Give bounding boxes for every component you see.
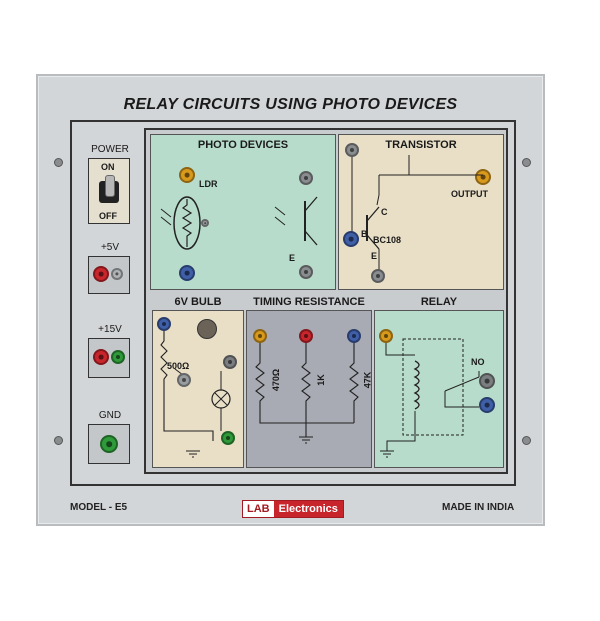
toggle-switch[interactable] [99, 175, 119, 203]
timing-title: TIMING RESISTANCE [253, 296, 365, 308]
plus15-green-jack[interactable] [111, 350, 125, 364]
timing-r1-label: 470Ω [271, 368, 282, 392]
toggle-lever-icon [105, 175, 115, 197]
trainer-panel: RELAY CIRCUITS USING PHOTO DEVICES POWER… [36, 74, 545, 526]
output-jack[interactable] [475, 169, 491, 185]
timing-470-jack[interactable] [253, 329, 267, 343]
relay-coil-icon [380, 338, 480, 458]
ldr-screw-jack [201, 219, 209, 227]
transistor-c-label: C [381, 207, 388, 217]
transistor-section: TRANSISTOR OUTPUT C B BC108 E [338, 134, 504, 290]
timing-47k-jack[interactable] [347, 329, 361, 343]
ldr-symbol-icon [160, 196, 201, 250]
brand-left: LAB [243, 501, 274, 517]
phototransistor-symbol-icon [274, 196, 318, 246]
phototransistor-bottom-jack[interactable] [299, 265, 313, 279]
plus15-red-jack[interactable] [93, 349, 109, 365]
plus5-grey-jack[interactable] [111, 268, 123, 280]
photo-devices-title: PHOTO DEVICES [197, 139, 289, 151]
relay-no-jack[interactable] [479, 373, 495, 389]
transistor-title: TRANSISTOR [385, 139, 457, 151]
bulb-res-label: 500Ω [167, 361, 190, 371]
brand-logo: LAB Electronics [242, 500, 344, 518]
plus5-red-jack[interactable] [93, 266, 109, 282]
power-on-label: ON [101, 162, 115, 172]
transistor-b-label: B [361, 229, 368, 239]
timing-section: 470Ω 1K 47K [246, 310, 372, 468]
ldr-label: LDR [199, 179, 218, 189]
made-in-label: MADE IN INDIA [442, 502, 515, 513]
timing-r3-label: 47K [362, 371, 373, 389]
transistor-top-jack[interactable] [345, 143, 359, 157]
mount-screw-right-bottom [522, 436, 531, 445]
transistor-part-label: BC108 [373, 235, 402, 245]
photo-devices-section: PHOTO DEVICES LDR E [150, 134, 336, 290]
plus15-box [88, 338, 130, 378]
bulb-circuit [160, 331, 231, 458]
relay-no-label: NO [471, 357, 485, 367]
model-label: MODEL - E5 [70, 502, 128, 513]
plus15-label: +15V [98, 324, 122, 335]
brand-right: Electronics [273, 501, 343, 517]
phototransistor-top-jack[interactable] [299, 171, 313, 185]
relay-title: RELAY [420, 296, 458, 308]
bulb-pot-jack[interactable] [177, 373, 191, 387]
bulb-section: 500Ω [152, 310, 244, 468]
bulb-right-jack[interactable] [223, 355, 237, 369]
mount-screw-right [522, 158, 531, 167]
bulb-hole [197, 319, 217, 339]
transistor-e-label: E [371, 251, 378, 261]
plus5-label: +5V [100, 242, 120, 253]
relay-section: NO [374, 310, 504, 468]
relay-coil-jack[interactable] [379, 329, 393, 343]
bulb-title: 6V BULB [174, 296, 222, 308]
transistor-wires [351, 155, 483, 275]
transistor-emitter-jack[interactable] [371, 269, 385, 283]
timing-resistors [255, 343, 359, 444]
panel-title: RELAY CIRCUITS USING PHOTO DEVICES [123, 96, 458, 113]
bulb-green-jack[interactable] [221, 431, 235, 445]
circuit-board: PHOTO DEVICES LDR E TRANSISTOR [144, 128, 508, 474]
ldr-bottom-jack[interactable] [179, 265, 195, 281]
power-off-label: OFF [99, 211, 117, 221]
gnd-label: GND [98, 410, 122, 421]
gnd-green-jack[interactable] [100, 435, 118, 453]
relay-nc-jack[interactable] [479, 397, 495, 413]
bulb-top-jack[interactable] [157, 317, 171, 331]
power-switch-box: ON OFF [88, 158, 130, 224]
gnd-box [88, 424, 130, 464]
mount-screw-left [54, 158, 63, 167]
plus5-box [88, 256, 130, 294]
phototransistor-e-label: E [289, 253, 296, 263]
mount-screw-left-bottom [54, 436, 63, 445]
transistor-base-jack[interactable] [343, 231, 359, 247]
outer-frame [70, 120, 516, 486]
timing-r2-label: 1K [315, 374, 326, 386]
output-label: OUTPUT [451, 189, 488, 199]
timing-1k-jack[interactable] [299, 329, 313, 343]
power-label: POWER [91, 144, 129, 155]
ldr-top-jack[interactable] [179, 167, 195, 183]
